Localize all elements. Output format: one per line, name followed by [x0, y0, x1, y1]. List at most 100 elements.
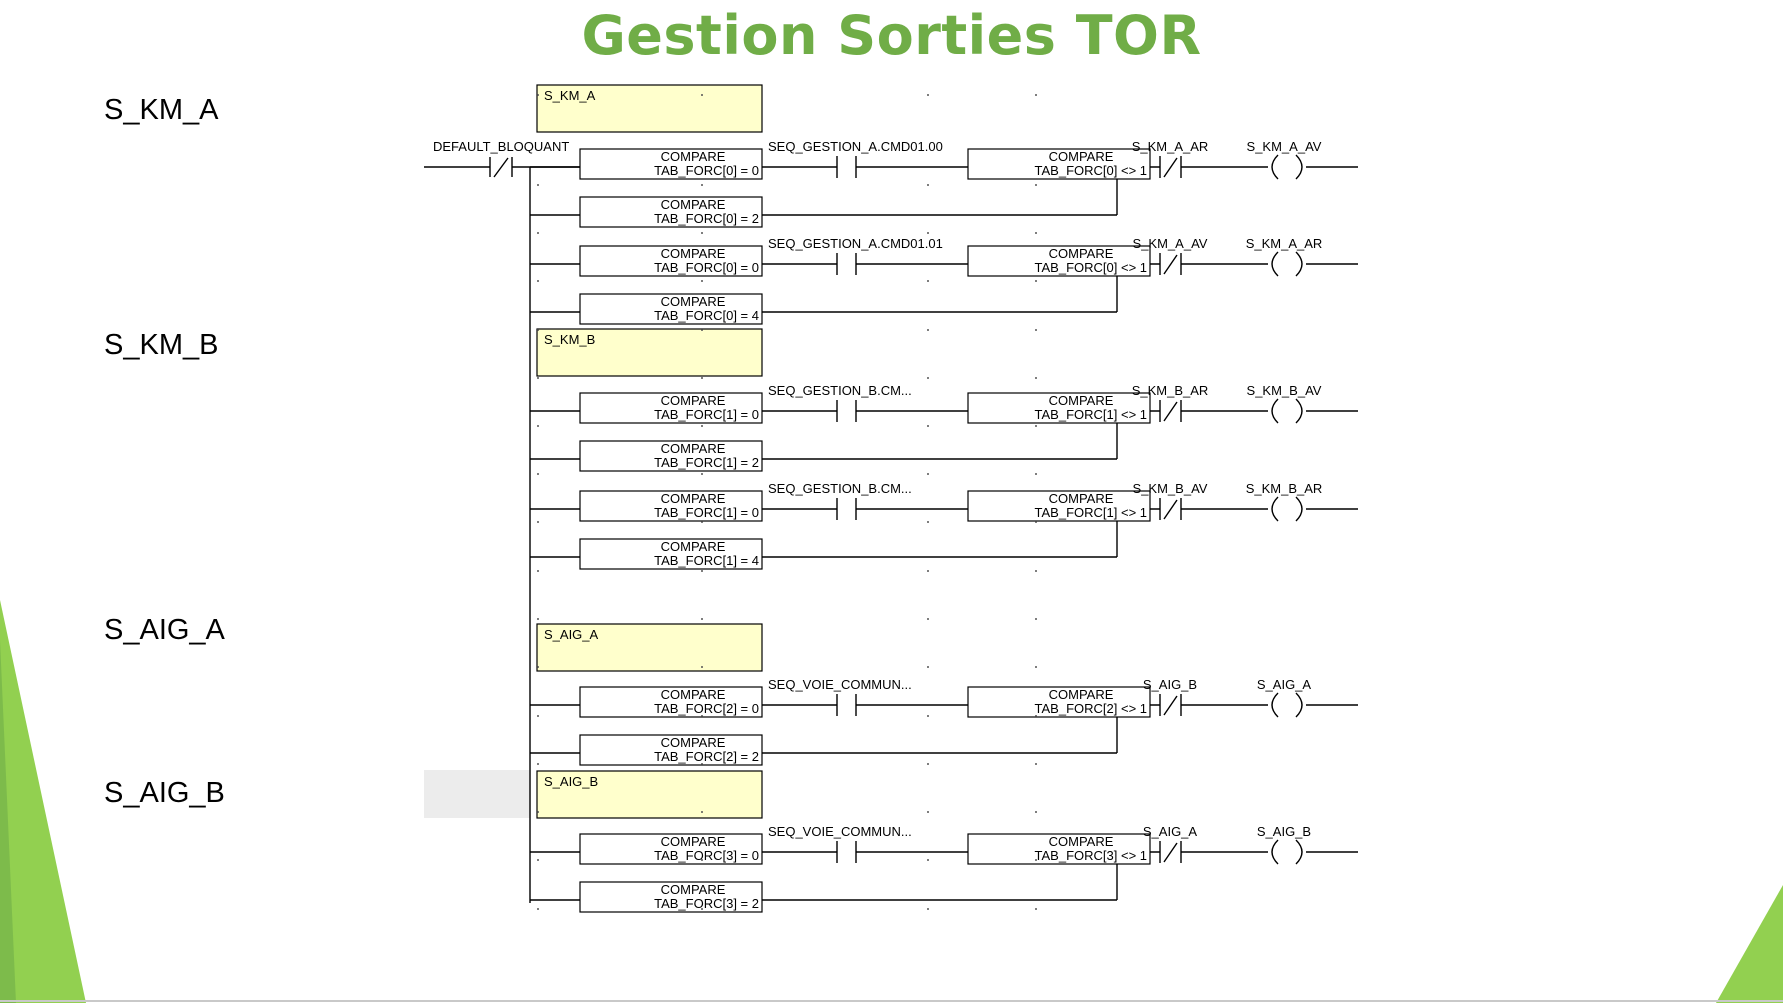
- coil-label: S_AIG_A: [1257, 677, 1312, 692]
- grid-dot: [537, 329, 539, 331]
- grid-dot: [537, 280, 539, 282]
- compare-expression: TAB_FORC[2] <> 1: [1035, 701, 1147, 716]
- grid-dot: [537, 666, 539, 668]
- grid-dot: [537, 232, 539, 234]
- grid-dot: [537, 184, 539, 186]
- coil-label: S_KM_B_AV: [1247, 383, 1322, 398]
- grid-dot: [927, 473, 929, 475]
- grid-dot: [927, 425, 929, 427]
- coil-right-arc: [1295, 839, 1303, 865]
- compare-expression: TAB_FORC[0] = 0: [654, 260, 759, 275]
- compare-block: [579, 148, 763, 180]
- compare-header: COMPARE: [661, 393, 726, 408]
- grid-dot: [701, 618, 703, 620]
- compare-block: [579, 245, 763, 277]
- compare-expression: TAB_FORC[3] = 0: [654, 848, 759, 863]
- grid-dot: [927, 811, 929, 813]
- grid-dot: [927, 377, 929, 379]
- coil-left-arc: [1271, 839, 1279, 865]
- compare-block-alt: [579, 734, 763, 766]
- grid-dot: [1035, 521, 1037, 523]
- grid-dot: [537, 377, 539, 379]
- grid-dot: [1035, 811, 1037, 813]
- grid-dot: [927, 715, 929, 717]
- grid-dot: [927, 908, 929, 910]
- compare-expression: TAB_FORC[0] <> 1: [1035, 260, 1147, 275]
- grid-dot: [537, 425, 539, 427]
- coil-right-arc: [1295, 398, 1303, 424]
- interlock-label: S_KM_A_AR: [1132, 139, 1209, 154]
- grid-dot: [927, 329, 929, 331]
- compare-header: COMPARE: [1049, 149, 1114, 164]
- compare-expression: TAB_FORC[1] = 4: [654, 553, 759, 568]
- compare-expression: TAB_FORC[0] <> 1: [1035, 163, 1147, 178]
- compare-header: COMPARE: [1049, 393, 1114, 408]
- compare-header: COMPARE: [661, 834, 726, 849]
- normally-closed-slash: [1163, 157, 1178, 178]
- compare-block-alt: [579, 293, 763, 325]
- rung-group: [530, 694, 1358, 754]
- comment-label: S_KM_B: [544, 332, 595, 347]
- normally-closed-slash: [1163, 499, 1178, 520]
- compare-header: COMPARE: [1049, 834, 1114, 849]
- compare-header: COMPARE: [661, 687, 726, 702]
- compare-expression: TAB_FORC[0] = 4: [654, 308, 759, 323]
- contact-label: SEQ_GESTION_B.CM...: [768, 481, 912, 496]
- grid-dot: [701, 908, 703, 910]
- interlock-label: S_KM_A_AV: [1133, 236, 1208, 251]
- coil-right-arc: [1295, 154, 1303, 180]
- compare-block-check: [967, 392, 1151, 424]
- coil-right-arc: [1295, 496, 1303, 522]
- grid-dot: [1035, 425, 1037, 427]
- left-green-triangle: [0, 600, 86, 1003]
- grid-dot: [1035, 618, 1037, 620]
- compare-block-check: [967, 148, 1151, 180]
- grid-dot: [927, 666, 929, 668]
- interlock-label: S_KM_B_AR: [1132, 383, 1209, 398]
- compare-expression: TAB_FORC[1] = 0: [654, 505, 759, 520]
- normally-closed-slash: [1163, 401, 1178, 422]
- interlock-label: S_AIG_B: [1143, 677, 1197, 692]
- grid-dot: [927, 763, 929, 765]
- normally-closed-slash: [1163, 254, 1178, 275]
- grid-dot: [1035, 570, 1037, 572]
- grid-dot: [537, 908, 539, 910]
- compare-block-check: [967, 245, 1151, 277]
- grid-dot: [1035, 715, 1037, 717]
- grid-dot: [701, 280, 703, 282]
- grid-dot: [537, 473, 539, 475]
- grid-dot: [701, 521, 703, 523]
- compare-header: COMPARE: [661, 539, 726, 554]
- comment-box: [536, 623, 763, 672]
- compare-expression: TAB_FORC[1] = 2: [654, 455, 759, 470]
- rung-group: [530, 253, 1358, 313]
- compare-header: COMPARE: [661, 197, 726, 212]
- grid-dot: [701, 763, 703, 765]
- normally-closed-slash: [493, 157, 509, 178]
- compare-expression: TAB_FORC[1] = 0: [654, 407, 759, 422]
- grid-dot: [701, 425, 703, 427]
- grid-dot: [537, 859, 539, 861]
- grid-dot: [701, 570, 703, 572]
- coil-right-arc: [1295, 251, 1303, 277]
- grid-dot: [1035, 908, 1037, 910]
- grid-dot: [701, 811, 703, 813]
- rung-group: [530, 156, 1358, 216]
- comment-box: [536, 328, 763, 377]
- compare-block: [579, 490, 763, 522]
- grid-dot: [927, 521, 929, 523]
- grid-dot: [1035, 184, 1037, 186]
- grid-dot: [927, 859, 929, 861]
- grid-dot: [1035, 473, 1037, 475]
- grid-dot: [701, 715, 703, 717]
- interlock-label: S_KM_B_AV: [1133, 481, 1208, 496]
- grid-dot: [927, 280, 929, 282]
- grid-dot: [537, 94, 539, 96]
- coil-label: S_KM_A_AV: [1247, 139, 1322, 154]
- compare-expression: TAB_FORC[3] <> 1: [1035, 848, 1147, 863]
- compare-block: [579, 686, 763, 718]
- compare-block: [579, 392, 763, 424]
- coil-left-arc: [1271, 398, 1279, 424]
- compare-block-check: [967, 490, 1151, 522]
- compare-expression: TAB_FORC[0] = 0: [654, 163, 759, 178]
